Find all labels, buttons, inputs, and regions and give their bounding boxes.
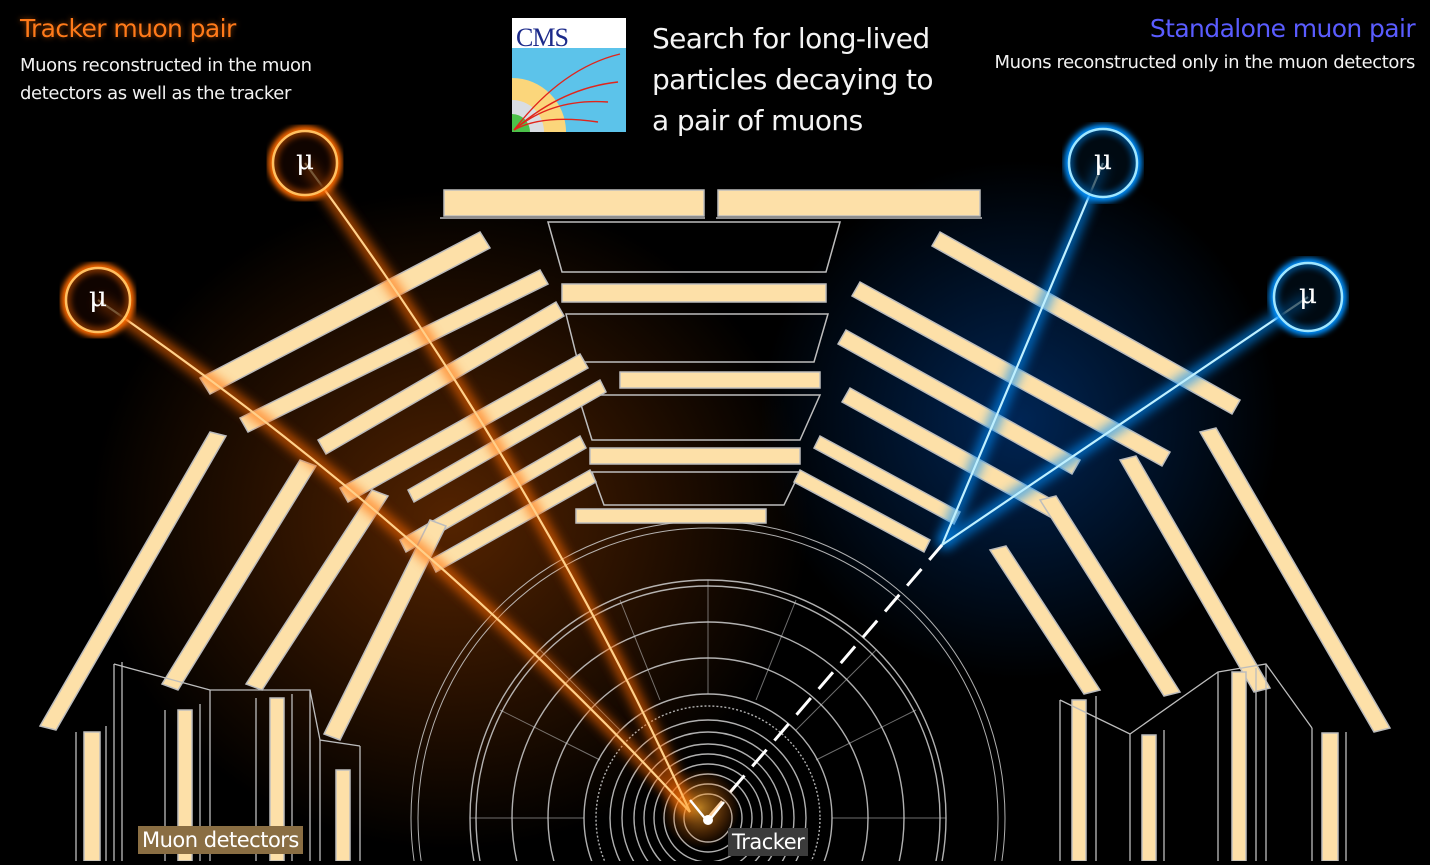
muon-symbol: μ (295, 143, 315, 176)
tracker-muon-pair-description: Muons reconstructed in the muon detector… (20, 52, 312, 108)
muon-symbol: μ (1298, 277, 1318, 310)
standalone-muon-pair-description: Muons reconstructed only in the muon det… (994, 52, 1415, 73)
title-line: a pair of muons (652, 104, 863, 137)
muon-circle-blue-1 (1064, 124, 1142, 202)
page-title: Search for long-lived particles decaying… (652, 18, 934, 141)
standalone-muon-tracks (937, 161, 1311, 550)
long-lived-particle-path (706, 544, 944, 819)
muon-symbol: μ (1093, 143, 1113, 176)
tracker-muon-tracks (95, 160, 695, 816)
standalone-muon-pair-heading: Standalone muon pair (1149, 14, 1416, 43)
title-line: Search for long-lived (652, 22, 930, 55)
description-line: Muons reconstructed in the muon (20, 55, 312, 76)
tracker-muon-pair-heading: Tracker muon pair (20, 14, 236, 43)
tracker-label: Tracker (728, 828, 809, 856)
cms-logo: CMS (512, 18, 626, 132)
tracker-spokes (470, 580, 946, 819)
title-line: particles decaying to (652, 63, 934, 96)
muon-circle-orange-2 (268, 126, 342, 200)
muon-chambers (443, 189, 981, 524)
muon-circle-blue-2 (1269, 258, 1347, 336)
cms-logo-text: CMS (516, 23, 569, 52)
muon-symbol: μ (88, 280, 108, 313)
muon-detectors-label: Muon detectors (138, 826, 303, 854)
muon-circle-orange-1 (61, 263, 135, 337)
description-line: detectors as well as the tracker (20, 83, 291, 104)
